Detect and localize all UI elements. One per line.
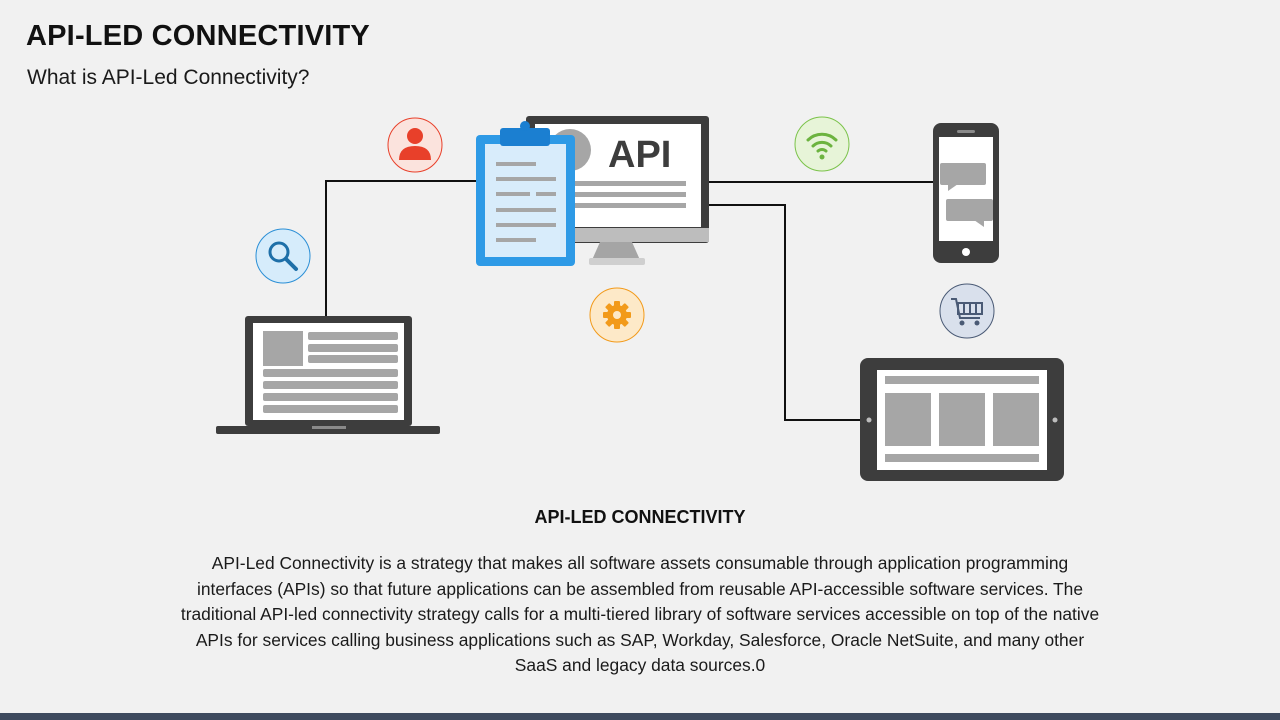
smartphone bbox=[933, 123, 999, 263]
laptop bbox=[216, 316, 440, 434]
section-heading: API-LED CONNECTIVITY bbox=[534, 507, 746, 527]
api-label: API bbox=[608, 134, 671, 176]
connector-lines bbox=[325, 180, 936, 421]
connector-monitor-tablet bbox=[705, 204, 862, 421]
clipboard bbox=[476, 121, 575, 266]
shopping-cart-icon bbox=[939, 283, 995, 339]
description-paragraph: API-Led Connectivity is a strategy that … bbox=[180, 553, 1100, 675]
tablet bbox=[860, 358, 1064, 481]
footer-bar bbox=[0, 713, 1280, 720]
slide-subtitle: What is API-Led Connectivity? bbox=[27, 66, 310, 89]
search-icon bbox=[255, 228, 311, 284]
wifi-icon bbox=[794, 116, 850, 172]
connectivity-diagram: API bbox=[216, 116, 1064, 481]
gear-icon bbox=[589, 287, 645, 343]
user-icon bbox=[387, 117, 443, 173]
slide-title: API-LED CONNECTIVITY bbox=[26, 20, 370, 52]
connector-laptop-monitor bbox=[325, 180, 480, 318]
